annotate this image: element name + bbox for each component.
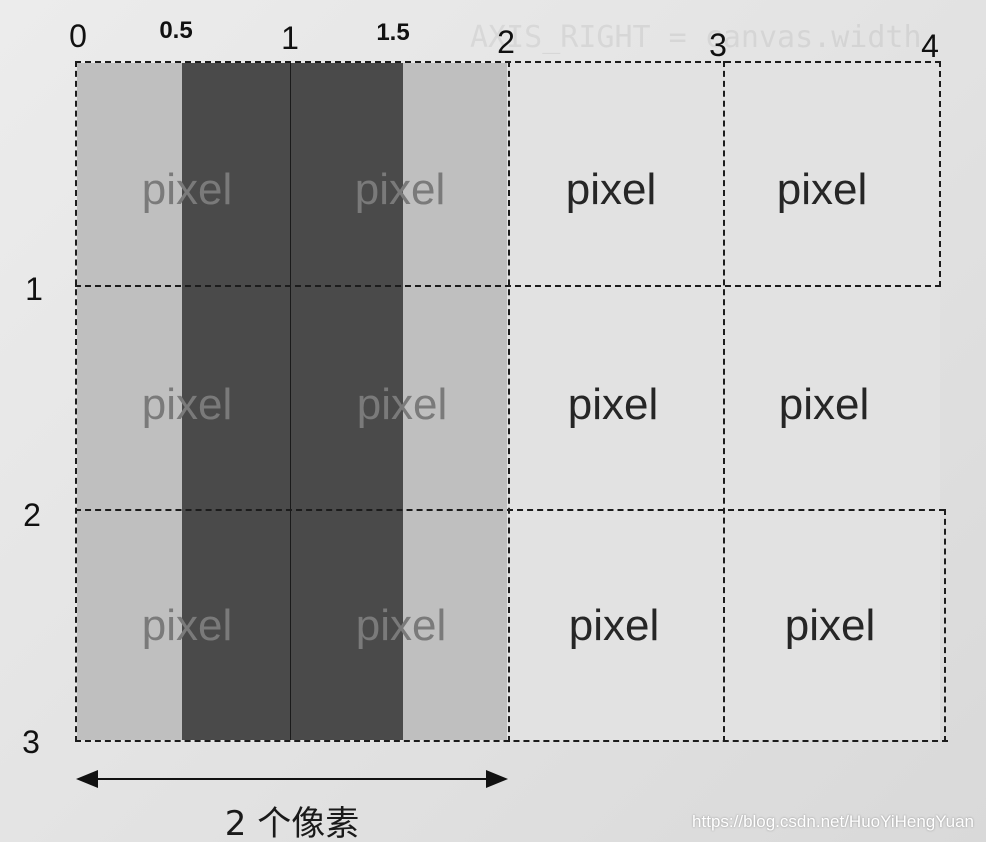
x-tick-0-5: 0.5 [159,17,193,44]
x-tick-4: 4 [921,28,939,64]
cell-pixel-label: pixel [778,380,870,429]
grid-cell [723,63,940,285]
grid-line-bottom [75,740,948,742]
y-tick-1: 1 [25,271,43,307]
line-coverage-dark-band [182,63,403,740]
cell-pixel-label: pixel [567,380,659,429]
cell-pixel-label: pixel [141,380,233,429]
x-tick-0: 0 [69,18,87,54]
grid-cell [723,509,940,740]
grid-line-col-0 [75,61,77,742]
cell-pixel-label: pixel [141,601,233,650]
grid-line-col-3 [723,61,725,742]
cell-pixel-label: pixel [356,380,448,429]
source-watermark: https://blog.csdn.net/HuoYiHengYuan [692,812,974,831]
x-tick-3: 3 [709,27,727,63]
grid-line-row-2 [75,509,945,511]
width-arrow-left-head [76,770,98,788]
y-tick-2: 2 [23,497,41,533]
cell-pixel-label: pixel [355,601,447,650]
x-tick-2: 2 [497,24,515,60]
width-arrow-right-head [486,770,508,788]
cell-pixel-label: pixel [784,601,876,650]
grid-line-col-2 [508,61,510,742]
x-tick-1-5: 1.5 [376,19,410,46]
line-center-marker [290,63,291,740]
grid-cell [507,509,723,740]
width-arrow-shaft [90,778,486,780]
cell-pixel-label: pixel [141,165,233,214]
cell-pixel-label: pixel [776,165,868,214]
cell-pixel-label: pixel [565,165,657,214]
cell-pixel-label: pixel [568,601,660,650]
grid-cell [507,285,723,509]
grid-cell [723,285,940,509]
x-tick-1: 1 [281,20,299,56]
grid-cell [507,63,723,285]
grid-line-col-4-top [939,61,941,287]
cell-pixel-label: pixel [354,165,446,214]
bleed-through-print: AXIS_RIGHT = canvas.width [470,20,922,55]
y-tick-3: 3 [22,724,40,760]
width-arrow-caption: 2 个像素 [224,804,360,842]
grid-line-col-4-bottom [944,509,946,742]
